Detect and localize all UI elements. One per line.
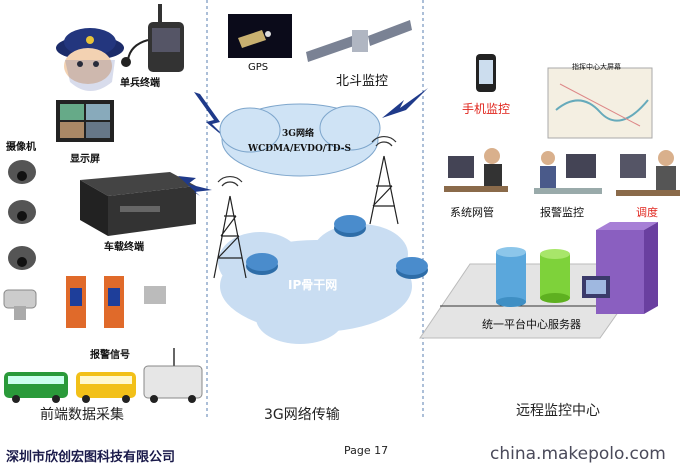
cloud-3g-standards: WCDMA/EVDO/TD-S	[248, 144, 351, 154]
dome-camera-icon	[8, 160, 36, 270]
display-label: 显示屏	[70, 154, 100, 165]
single-terminal-label: 单兵终端	[120, 78, 160, 89]
bus-icon	[4, 372, 68, 403]
police-officer-icon	[56, 28, 124, 91]
operator-workstation-icon	[444, 148, 508, 192]
alarm-signal-label: 报警信号	[90, 350, 130, 361]
system-admin-label: 系统网管	[450, 206, 494, 219]
mobile-monitor-label: 手机监控	[462, 102, 511, 116]
company-name: 深圳市欣创宏图科技有限公司	[6, 450, 176, 465]
alarm-workstation-icon	[534, 151, 602, 194]
map-screen-icon	[547, 67, 653, 139]
ptz-camera-icon	[3, 289, 37, 320]
unified-server-label: 统一平台中心服务器	[482, 318, 581, 331]
dispatch-label: 调度	[636, 206, 658, 219]
mobile-phone-icon	[476, 54, 496, 92]
vehicle-terminal-label: 车载终端	[104, 242, 144, 253]
page-number: Page 17	[344, 444, 389, 457]
alarm-monitor-label: 报警监控	[540, 206, 584, 219]
command-screen-label: 指挥中心大屏幕	[572, 63, 621, 71]
section-front: 前端数据采集	[40, 407, 124, 423]
beidou-satellite-icon	[306, 20, 412, 62]
watermark: china.makepolo.com	[490, 444, 666, 464]
alarm-sensor-icon	[66, 276, 166, 328]
3g-cloud	[219, 103, 381, 177]
server-tower-icon	[582, 222, 658, 314]
school-bus-icon	[76, 372, 136, 403]
display-screen-icon	[56, 100, 114, 142]
cell-tower-icon	[213, 155, 399, 279]
handheld-terminal-icon	[121, 4, 184, 72]
database-server-icon	[496, 247, 570, 307]
gps-satellite-icon	[228, 14, 292, 58]
section-remote: 远程监控中心	[516, 403, 600, 419]
wireless-signal-icon	[178, 88, 428, 196]
ip-backbone-label: IP骨干网	[288, 278, 338, 292]
van-icon	[143, 348, 203, 403]
section-transmission: 3G网络传输	[264, 407, 340, 423]
camera-label: 摄像机	[6, 142, 36, 153]
tower-signal-icon	[217, 136, 397, 187]
beidou-label: 北斗监控	[336, 74, 389, 89]
router-icon	[246, 215, 428, 279]
gps-label: GPS	[248, 62, 269, 73]
dispatch-workstation-icon	[616, 150, 680, 196]
vehicle-dvr-icon	[80, 172, 196, 236]
cloud-3g-title: 3G网络	[282, 129, 314, 139]
